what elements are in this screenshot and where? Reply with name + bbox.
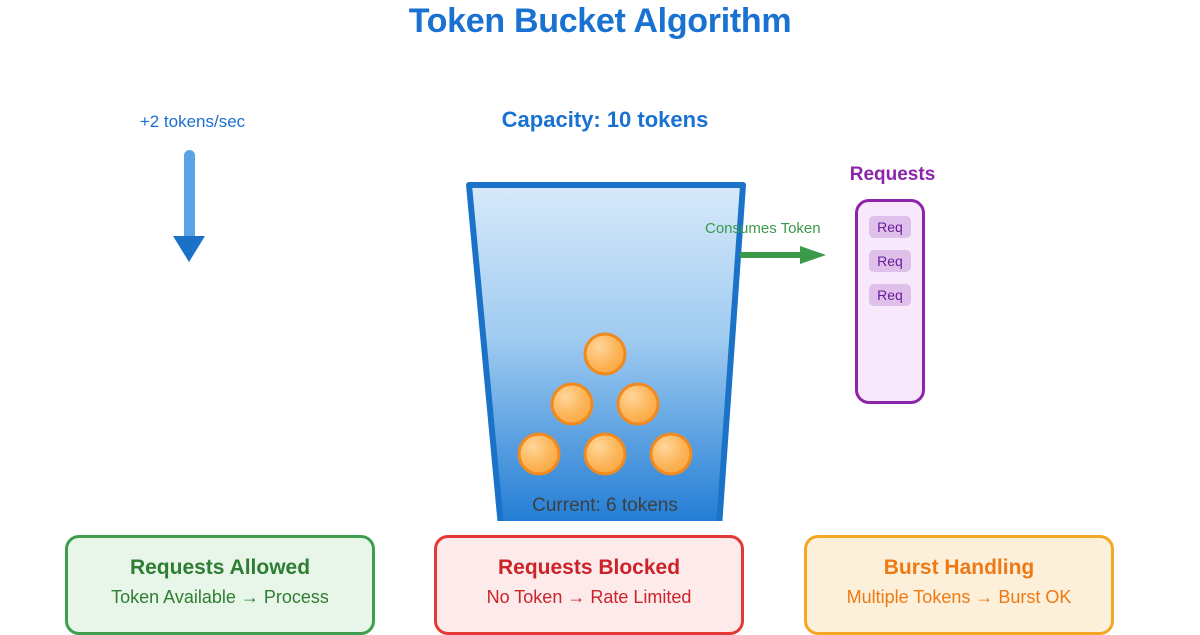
refill-arrow-stem-icon	[184, 150, 195, 242]
card-subtitle: No Token → Rate Limited	[486, 587, 692, 607]
token-circle	[517, 432, 561, 476]
refill-rate-label: +2 tokens/sec	[139, 112, 246, 131]
requests-title: Requests	[849, 164, 936, 185]
token-cluster	[517, 332, 693, 476]
bucket-current-tokens-label: Current: 6 tokens	[532, 495, 678, 516]
info-card-requests-blocked: Requests Blocked No Token → Rate Limited	[434, 535, 744, 635]
requests-group: Requests Req Req Req	[820, 162, 965, 407]
token-circle	[550, 382, 594, 426]
token-circle	[583, 332, 627, 376]
token-bucket-group: Capacity: 10 tokens	[455, 105, 755, 525]
card-title: Requests Blocked	[497, 556, 681, 579]
page-title: Token Bucket Algorithm	[408, 2, 792, 40]
card-title: Requests Allowed	[129, 556, 311, 579]
refill-arrow-head-icon	[173, 236, 205, 262]
diagram-canvas: Token Bucket Algorithm +2 tokens/sec Cap…	[65, 2, 1114, 635]
token-circle	[583, 432, 627, 476]
token-refill-group: +2 tokens/sec	[95, 110, 290, 270]
bucket-shape	[466, 182, 746, 521]
request-item[interactable]: Req	[869, 216, 911, 238]
requests-queue-box: Req Req Req	[855, 199, 925, 404]
bucket-capacity-label: Capacity: 10 tokens	[501, 107, 709, 132]
info-card-burst-handling: Burst Handling Multiple Tokens → Burst O…	[804, 535, 1114, 635]
card-subtitle: Token Available → Process	[111, 587, 329, 607]
request-item[interactable]: Req	[869, 284, 911, 306]
card-subtitle: Multiple Tokens → Burst OK	[846, 587, 1072, 607]
consume-token-label: Consumes Token	[705, 220, 821, 237]
token-circle	[616, 382, 660, 426]
card-title: Burst Handling	[883, 556, 1035, 579]
consume-token-group: Consumes Token	[705, 218, 865, 273]
info-card-requests-allowed: Requests Allowed Token Available → Proce…	[65, 535, 375, 635]
token-circle	[649, 432, 693, 476]
request-item[interactable]: Req	[869, 250, 911, 272]
consume-arrow-icon	[740, 246, 826, 264]
